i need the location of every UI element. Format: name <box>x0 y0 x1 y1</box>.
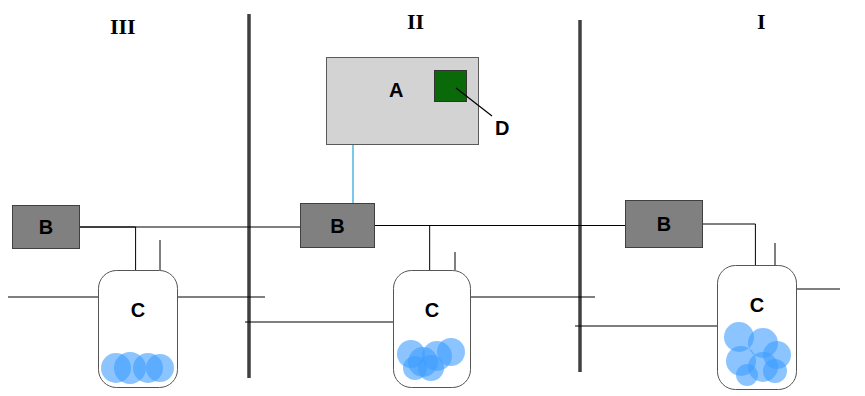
node-label: A <box>389 80 403 100</box>
node-label: B <box>330 216 344 236</box>
node-label: B <box>39 217 53 237</box>
node-label: B <box>657 214 671 234</box>
section-divider <box>247 14 251 378</box>
section-label: II <box>407 11 424 33</box>
section-divider <box>578 20 582 372</box>
connection-line <box>80 227 136 270</box>
green-component <box>434 70 467 102</box>
pipe-lines <box>8 240 840 326</box>
vessel-wall <box>99 271 178 388</box>
bubble <box>146 354 174 382</box>
module-box: B <box>300 203 375 248</box>
connection-line <box>375 226 430 271</box>
module-box: B <box>625 200 703 248</box>
vessel-wall <box>394 271 471 388</box>
vessel-outline <box>717 265 797 390</box>
node-label: C <box>131 300 145 320</box>
module-box: B <box>12 205 80 249</box>
vessel-outline <box>393 270 471 388</box>
vessel: C <box>717 265 797 390</box>
node-label: C <box>425 300 439 320</box>
callout-letter: D <box>495 118 509 138</box>
vessel: C <box>393 270 471 388</box>
signal-cable <box>352 145 354 203</box>
control-unit-box: A <box>326 57 479 145</box>
connection-line <box>703 224 755 265</box>
section-label: I <box>757 11 766 33</box>
node-label: C <box>750 295 764 315</box>
bubble <box>736 364 758 386</box>
bubbles <box>724 322 791 386</box>
vessel-wall <box>718 266 797 390</box>
section-label: III <box>110 16 136 38</box>
vessel-outline <box>98 270 178 388</box>
bubble <box>763 359 787 383</box>
bubble <box>403 356 427 380</box>
bubbles <box>397 338 465 381</box>
bubbles <box>101 352 174 384</box>
vessel: C <box>98 270 178 388</box>
